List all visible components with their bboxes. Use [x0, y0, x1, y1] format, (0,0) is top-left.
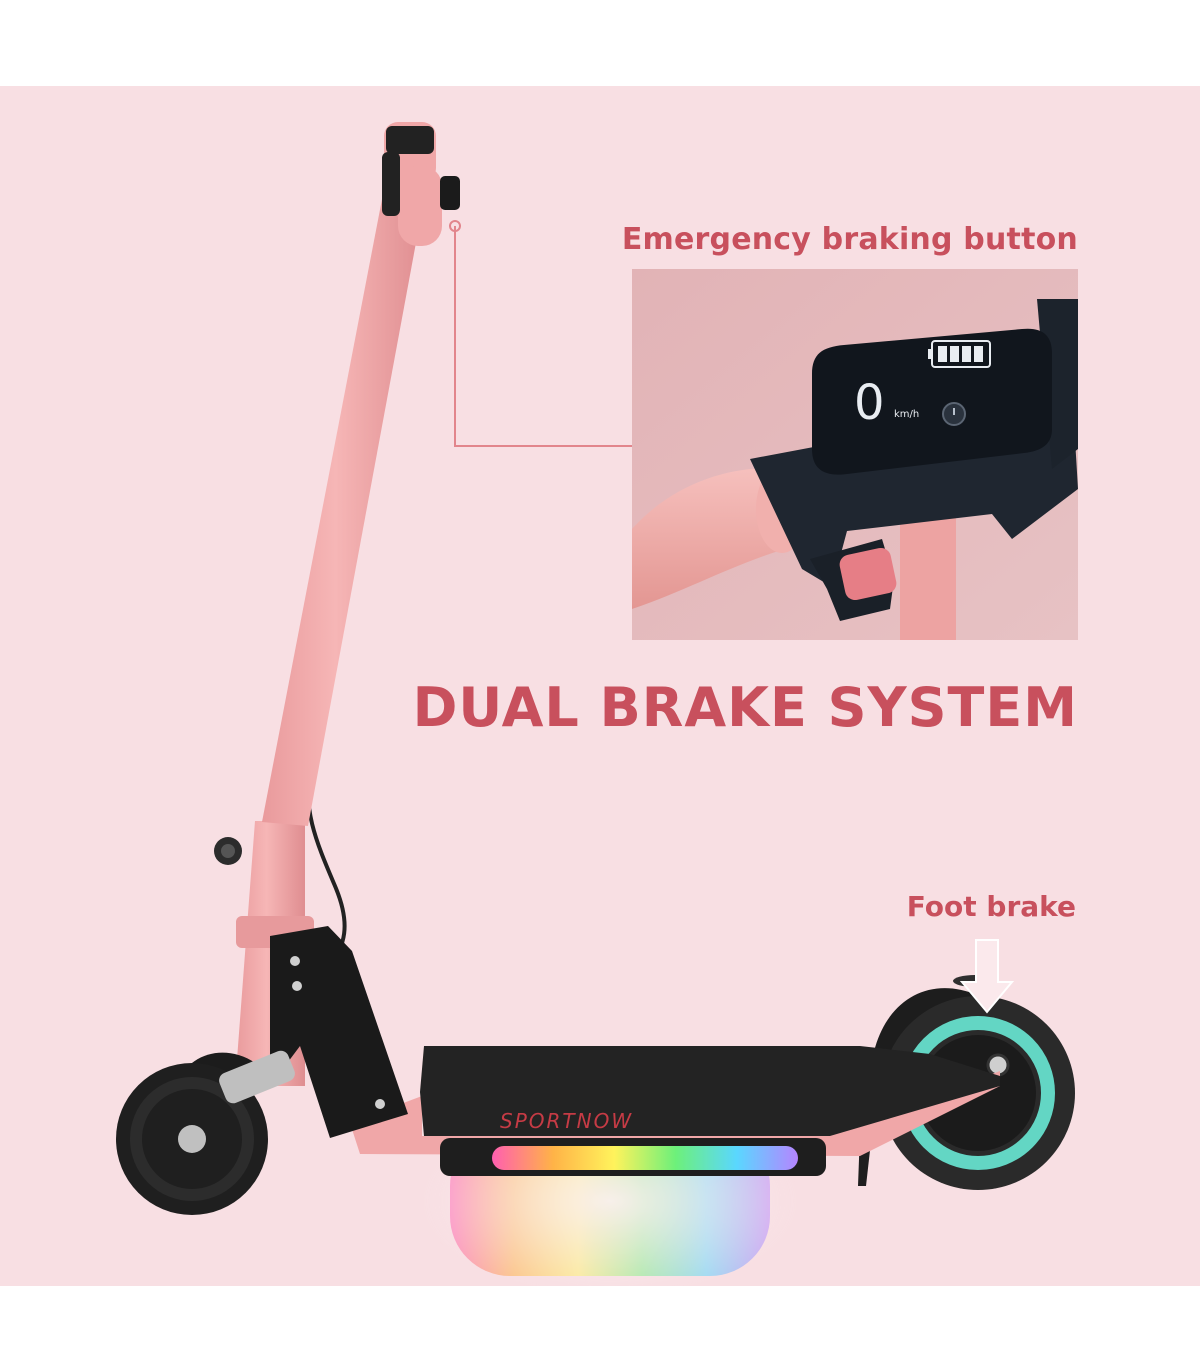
emergency-brake-button [810, 539, 897, 621]
product-panel: SPORTNOW [0, 86, 1200, 1286]
handlebar [382, 122, 460, 246]
battery-icon [928, 340, 991, 368]
deck-brand: SPORTNOW [500, 1109, 633, 1133]
folding-bracket [270, 926, 408, 1138]
callout-line [454, 226, 632, 447]
down-arrow-icon [959, 939, 1015, 1014]
front-wheel [116, 1050, 295, 1215]
headline: DUAL BRAKE SYSTEM [412, 676, 1078, 739]
deck: SPORTNOW [350, 1046, 1000, 1176]
speed-unit: km/h [894, 409, 919, 420]
scooter-illustration: SPORTNOW [116, 122, 1075, 1286]
foot-brake-label: Foot brake [906, 890, 1076, 923]
display-screen [812, 328, 1052, 475]
handle-tube [262, 194, 425, 826]
speed-value: 0 [854, 375, 885, 431]
emergency-brake-label: Emergency braking button [621, 222, 1078, 257]
dashboard-closeup: 0 km/h [632, 269, 1078, 640]
